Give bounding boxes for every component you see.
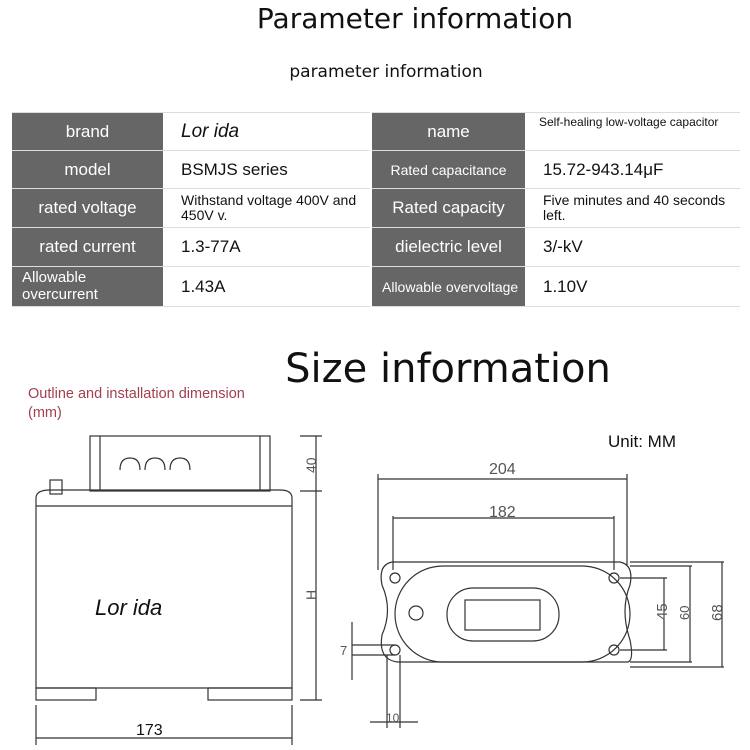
unit-label: Unit: MM: [608, 432, 676, 451]
terminal-cover: [89, 435, 271, 492]
param-label: brand: [12, 113, 163, 150]
param-value: 15.72-943.14μF: [525, 151, 740, 188]
param-label: Allowable overcurrent: [12, 267, 163, 306]
dim-173: 173: [136, 722, 163, 739]
param-label: Rated capacity: [372, 189, 525, 227]
param-label: dielectric level: [372, 228, 525, 266]
param-label: model: [12, 151, 163, 188]
terminals: [119, 457, 191, 471]
housing: [394, 565, 631, 663]
dim-40: 40: [303, 457, 319, 473]
capacitor-body: [35, 489, 293, 689]
dim-182: 182: [489, 504, 516, 521]
capacitor-top-view: 204 182 45 60 68 7 10: [340, 461, 726, 728]
param-label: rated voltage: [12, 189, 163, 227]
subtitle: parameter information: [289, 62, 483, 82]
dim-h: H: [303, 590, 319, 600]
param-label: name: [372, 113, 525, 150]
param-value: 1.43A: [163, 267, 370, 306]
dim-68: 68: [709, 604, 726, 621]
dim-7: 7: [340, 643, 347, 658]
param-value: 1.10V: [525, 267, 740, 306]
dim-10: 10: [386, 711, 400, 725]
param-value: Self-healing low-voltage capacitor: [525, 113, 740, 150]
size-title: Size information: [285, 346, 611, 392]
param-label: Allowable overvoltage: [372, 267, 525, 306]
outline-caption: Outline and installation dimension (mm): [28, 386, 245, 421]
param-value: Lor ida: [163, 113, 370, 150]
brand-mark: Lor ida: [95, 595, 162, 620]
dim-60: 60: [677, 606, 692, 620]
param-value: BSMJS series: [163, 151, 370, 188]
param-value: 3/-kV: [525, 228, 740, 266]
dim-204: 204: [489, 461, 516, 478]
page-title: Parameter information: [256, 2, 574, 35]
dim-45: 45: [654, 603, 671, 620]
capacitor-front-view: Lor ida 40 H 173: [35, 435, 322, 745]
param-label: rated current: [12, 228, 163, 266]
param-value: Withstand voltage 400V and 450V v.: [163, 189, 370, 227]
param-label: Rated capacitance: [372, 151, 525, 188]
param-value: Five minutes and 40 seconds left.: [525, 189, 740, 227]
param-value: 1.3-77A: [163, 228, 370, 266]
